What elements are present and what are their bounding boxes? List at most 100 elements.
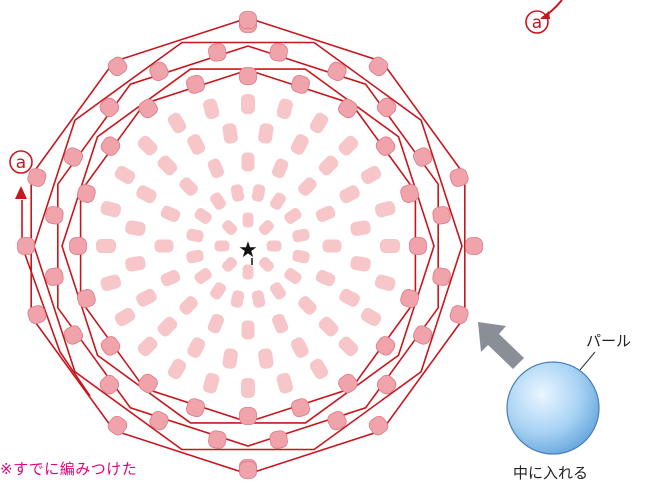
pearl-caption: 中に入れる xyxy=(513,464,589,482)
outer-bead xyxy=(45,267,64,286)
inner-bead-shape xyxy=(360,307,382,327)
inner-bead-shape xyxy=(186,249,204,264)
inner-bead-shape xyxy=(241,378,255,398)
inner-bead-shape xyxy=(167,358,187,380)
inner-bead xyxy=(380,239,400,253)
inner-bead xyxy=(222,220,238,236)
inner-bead xyxy=(157,155,178,176)
outer-bead xyxy=(400,289,420,308)
outer-bead xyxy=(338,373,358,394)
outer-bead xyxy=(269,430,288,449)
outer-bead xyxy=(239,11,257,29)
outer-bead xyxy=(149,410,169,431)
inner-bead-shape xyxy=(230,184,245,202)
inner-bead-shape xyxy=(318,316,339,337)
inner-bead xyxy=(194,208,212,224)
inner-bead-shape xyxy=(241,94,255,114)
outer-bead xyxy=(63,147,84,167)
inner-bead xyxy=(374,274,396,291)
inner-bead-shape xyxy=(210,192,226,210)
thread-loop xyxy=(61,68,435,424)
inner-bead-shape xyxy=(187,134,206,155)
inner-bead xyxy=(207,158,225,179)
inner-bead xyxy=(360,165,382,185)
inner-bead xyxy=(100,274,122,291)
inner-bead xyxy=(266,240,282,252)
inner-bead xyxy=(230,184,245,202)
outer-bead xyxy=(99,97,120,118)
outer-bead xyxy=(27,305,47,325)
inner-bead-shape xyxy=(114,307,136,327)
inner-bead-shape xyxy=(338,135,359,156)
inner-bead-shape xyxy=(136,185,157,204)
inner-bead xyxy=(318,316,339,337)
inner-bead xyxy=(292,228,310,243)
inner-bead xyxy=(222,256,238,272)
inner-bead xyxy=(160,269,181,287)
inner-bead xyxy=(251,184,266,202)
inner-bead-shape xyxy=(186,228,204,243)
inner-bead xyxy=(210,282,226,300)
inner-bead xyxy=(318,155,339,176)
inner-bead xyxy=(241,378,255,398)
outer-bead xyxy=(432,267,451,286)
inner-bead xyxy=(241,152,255,172)
inner-bead-shape xyxy=(266,240,282,252)
outer-bead xyxy=(239,461,257,479)
outer-bead xyxy=(17,237,35,255)
inner-bead-shape xyxy=(187,337,206,358)
outer-bead xyxy=(368,415,389,436)
thread-loop xyxy=(33,41,463,451)
outer-bead xyxy=(327,410,347,431)
outer-bead xyxy=(27,167,47,187)
inner-bead-shape xyxy=(207,313,225,334)
marker-a-top-letter: a xyxy=(532,13,542,33)
inner-bead-shape xyxy=(160,205,181,223)
inner-bead xyxy=(186,249,204,264)
inner-bead xyxy=(276,98,293,120)
inner-bead xyxy=(374,201,396,218)
outer-bead xyxy=(186,398,205,418)
inner-bead xyxy=(322,239,342,253)
inner-bead xyxy=(203,372,220,394)
inner-bead xyxy=(284,208,302,224)
inner-bead-shape xyxy=(258,256,274,272)
inner-bead-shape xyxy=(167,112,187,134)
inner-bead-shape xyxy=(125,220,146,236)
inner-bead xyxy=(230,290,245,308)
inner-bead-shape xyxy=(179,177,198,196)
outer-bead xyxy=(409,237,427,255)
inner-bead xyxy=(350,256,371,272)
inner-bead-shape xyxy=(100,274,122,291)
inner-bead xyxy=(309,358,329,380)
inner-bead-shape xyxy=(339,185,360,204)
inner-bead-rings xyxy=(96,94,400,398)
outer-bead xyxy=(186,74,205,94)
inner-bead xyxy=(125,256,146,272)
inner-bead xyxy=(242,264,254,280)
inner-bead-shape xyxy=(222,348,238,369)
inner-bead xyxy=(114,307,136,327)
inner-bead-shape xyxy=(137,135,158,156)
outer-bead xyxy=(76,184,96,203)
inner-bead xyxy=(187,337,206,358)
inner-bead xyxy=(186,228,204,243)
inner-bead xyxy=(339,185,360,204)
inner-bead-shape xyxy=(154,239,174,253)
inner-bead-shape xyxy=(157,155,178,176)
inner-bead-shape xyxy=(241,320,255,340)
outer-bead xyxy=(291,74,310,94)
outer-bead xyxy=(138,98,158,119)
outer-bead xyxy=(99,374,120,395)
inner-bead xyxy=(160,205,181,223)
inner-bead xyxy=(290,134,309,155)
inner-bead-shape xyxy=(258,348,274,369)
outer-bead xyxy=(432,206,451,225)
inner-bead-shape xyxy=(284,268,302,284)
inner-bead-shape xyxy=(210,282,226,300)
inner-bead xyxy=(309,112,329,134)
inner-bead xyxy=(339,288,360,307)
inner-bead-shape xyxy=(207,158,225,179)
inner-bead xyxy=(100,201,122,218)
inner-bead xyxy=(292,249,310,264)
